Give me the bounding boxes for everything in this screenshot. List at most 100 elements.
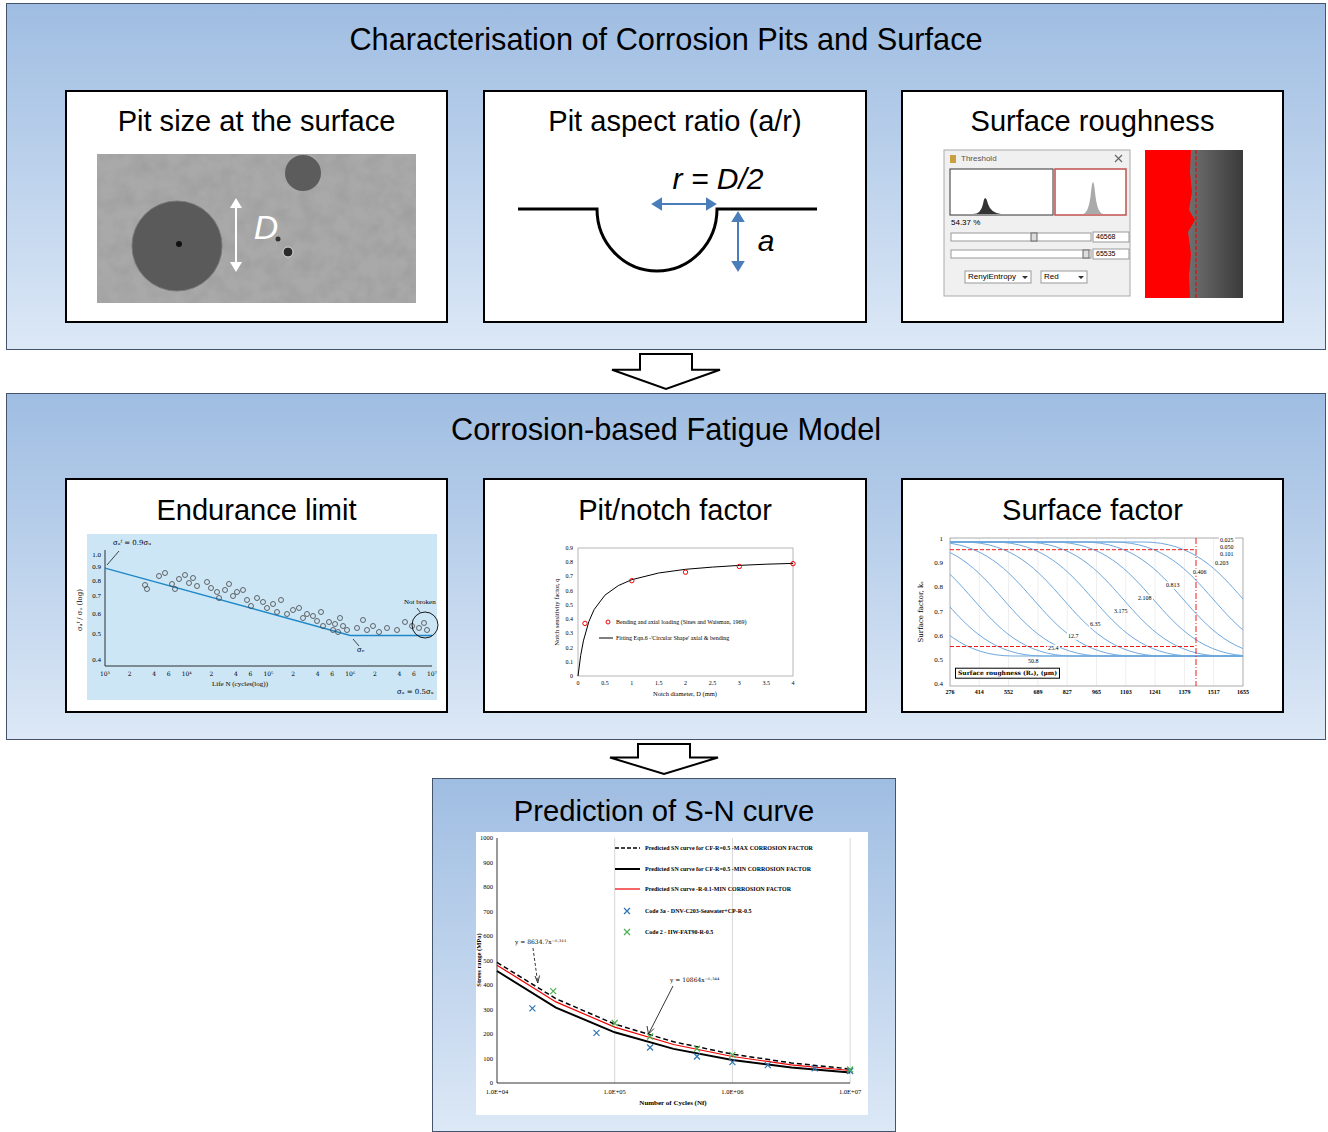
axis-tick: 0 (577, 680, 580, 687)
axis-tick: 414 (975, 689, 984, 696)
legend-text: Predicted SN curve -R-0.1-MIN CORROSION … (645, 886, 791, 893)
axis-tick: 10³ (100, 671, 110, 678)
axis-tick: 0.5 (92, 632, 101, 640)
method-panel: Pit size at the surfaceD (65, 90, 448, 323)
axis-tick: 0.5 (601, 680, 609, 687)
axis-tick: 1.0 (92, 552, 101, 560)
curve-label: 0.025 (1219, 537, 1235, 544)
axis-tick: 600 (483, 932, 493, 939)
band-title: Prediction of S-N curve (433, 794, 895, 829)
axis-tick: 689 (1033, 689, 1042, 696)
axis-title: Stress range (MPa) (475, 933, 482, 986)
axis-tick: 1655 (1237, 689, 1249, 696)
axis-tick: 2 (128, 671, 132, 678)
axis-tick: 0.4 (566, 616, 574, 623)
axis-tick: 1 (940, 536, 944, 544)
axis-title: Notch diameter, D (mm) (653, 690, 717, 697)
axis-tick: 1.5 (655, 680, 663, 687)
axis-tick: 10⁴ (182, 671, 192, 678)
axis-tick: 2.5 (709, 680, 717, 687)
curve-label: 0.050 (1219, 544, 1235, 551)
stage-band: Characterisation of Corrosion Pits and S… (6, 3, 1326, 350)
axis-tick: 4 (152, 671, 156, 678)
annotation: Not broken (404, 599, 436, 607)
panel-title: Endurance limit (67, 493, 446, 528)
axis-tick: 200 (483, 1030, 493, 1037)
curve-label: 0.813 (1165, 582, 1181, 589)
axis-tick: 900 (483, 859, 493, 866)
axis-tick: 2 (373, 671, 377, 678)
axis-tick: 0.7 (934, 609, 943, 617)
legend-text: Predicted SN curve for CF-R=0.5 -MIN COR… (645, 866, 811, 873)
axis-tick: 2 (291, 671, 295, 678)
axis-title: Number of Cycles (Nf) (639, 1100, 706, 1108)
axis-tick: 1517 (1208, 689, 1220, 696)
axis-tick: 1.0E+06 (721, 1088, 743, 1095)
axis-tick: 2 (684, 680, 687, 687)
panel-title: Pit size at the surface (67, 104, 446, 139)
axis-tick: 0.5 (934, 657, 943, 665)
axis-tick: 400 (483, 981, 493, 988)
axis-tick: 0.9 (934, 560, 943, 568)
curve-label: 2.108 (1137, 595, 1153, 602)
ui-text: 54.37 % (951, 219, 980, 228)
axis-tick: 276 (946, 689, 955, 696)
flow-arrow (612, 354, 720, 389)
axis-tick: 2 (209, 671, 213, 678)
legend-text: Predicted SN curve for CF-R=0.5 -MAX COR… (645, 845, 813, 852)
axis-tick: 0.8 (566, 559, 574, 566)
axis-tick: 0.8 (934, 585, 943, 593)
axis-tick: 0.3 (566, 630, 574, 637)
ui-text: 46568 (1096, 233, 1115, 241)
axis-tick: 965 (1092, 689, 1101, 696)
panel-title: Pit/notch factor (485, 493, 865, 528)
legend-text: Bending and axial loading (Sines and Wai… (616, 619, 746, 626)
flow-arrow (610, 744, 718, 774)
axis-tick: 4 (234, 671, 238, 678)
equation-label: y = 8634.7x⁻⁰·³¹¹ (515, 939, 566, 946)
axis-title: σₐᶠ / σᵤ (log) (77, 589, 85, 631)
equation-label: y = 10864x⁻⁰·³⁴⁴ (670, 977, 719, 984)
axis-tick: 500 (483, 957, 493, 964)
axis-tick: 300 (483, 1006, 493, 1013)
legend-text: Code 3a - DNV-C203-Seawater+CP-R-0.5 (645, 908, 752, 915)
axis-tick: 0.6 (566, 587, 574, 594)
annotation: σₐᶠ = 0.9σᵤ (113, 540, 151, 548)
panel-title: Surface roughness (903, 104, 1282, 139)
annotation: σₑ (357, 647, 365, 655)
stage-band: Prediction of S-N curve10009008007006005… (432, 778, 896, 1132)
axis-tick: 0.6 (934, 633, 943, 641)
axis-tick: 4 (398, 671, 402, 678)
axis-title: Life N (cycles(log)) (212, 681, 268, 689)
axis-tick: 10⁷ (427, 671, 437, 678)
axis-title: Notch sensitivity factor, q (553, 578, 560, 645)
axis-tick: 0.6 (92, 611, 101, 619)
axis-tick: 0.8 (92, 578, 101, 586)
sn-chart (433, 779, 895, 1131)
axis-tick: 0.2 (566, 644, 574, 651)
curve-label: 3.175 (1113, 608, 1129, 615)
method-panel: Surface factor10.90.80.70.60.50.42764145… (901, 478, 1284, 713)
axis-tick: 1.0E+05 (604, 1088, 626, 1095)
axis-tick: 552 (1004, 689, 1013, 696)
curve-label: 0.406 (1192, 569, 1208, 576)
axis-tick: 1379 (1178, 689, 1190, 696)
axis-tick: 4 (792, 680, 795, 687)
curve-label: 25.4 (1047, 645, 1060, 652)
axis-tick: 3.5 (762, 680, 770, 687)
ui-text: Red (1044, 273, 1059, 282)
dimension-label: D (254, 209, 279, 246)
axis-tick: 100 (483, 1055, 493, 1062)
curve-label: 0.101 (1219, 551, 1235, 558)
axis-title: Surface factor, kₛ (918, 581, 926, 642)
axis-tick: 0.9 (566, 545, 574, 552)
axis-tick: 10⁵ (263, 671, 273, 678)
method-panel: Surface roughnessThreshold54.37 %4656865… (901, 90, 1284, 323)
ui-text: Threshold (961, 155, 997, 164)
axis-tick: 3 (738, 680, 741, 687)
band-title: Corrosion-based Fatigue Model (7, 412, 1325, 449)
curve-label: 50.8 (1027, 658, 1040, 665)
axis-title: Surface roughness (Rₐ), (μm) (955, 668, 1060, 679)
ui-text: RenyiEntropy (968, 273, 1016, 282)
